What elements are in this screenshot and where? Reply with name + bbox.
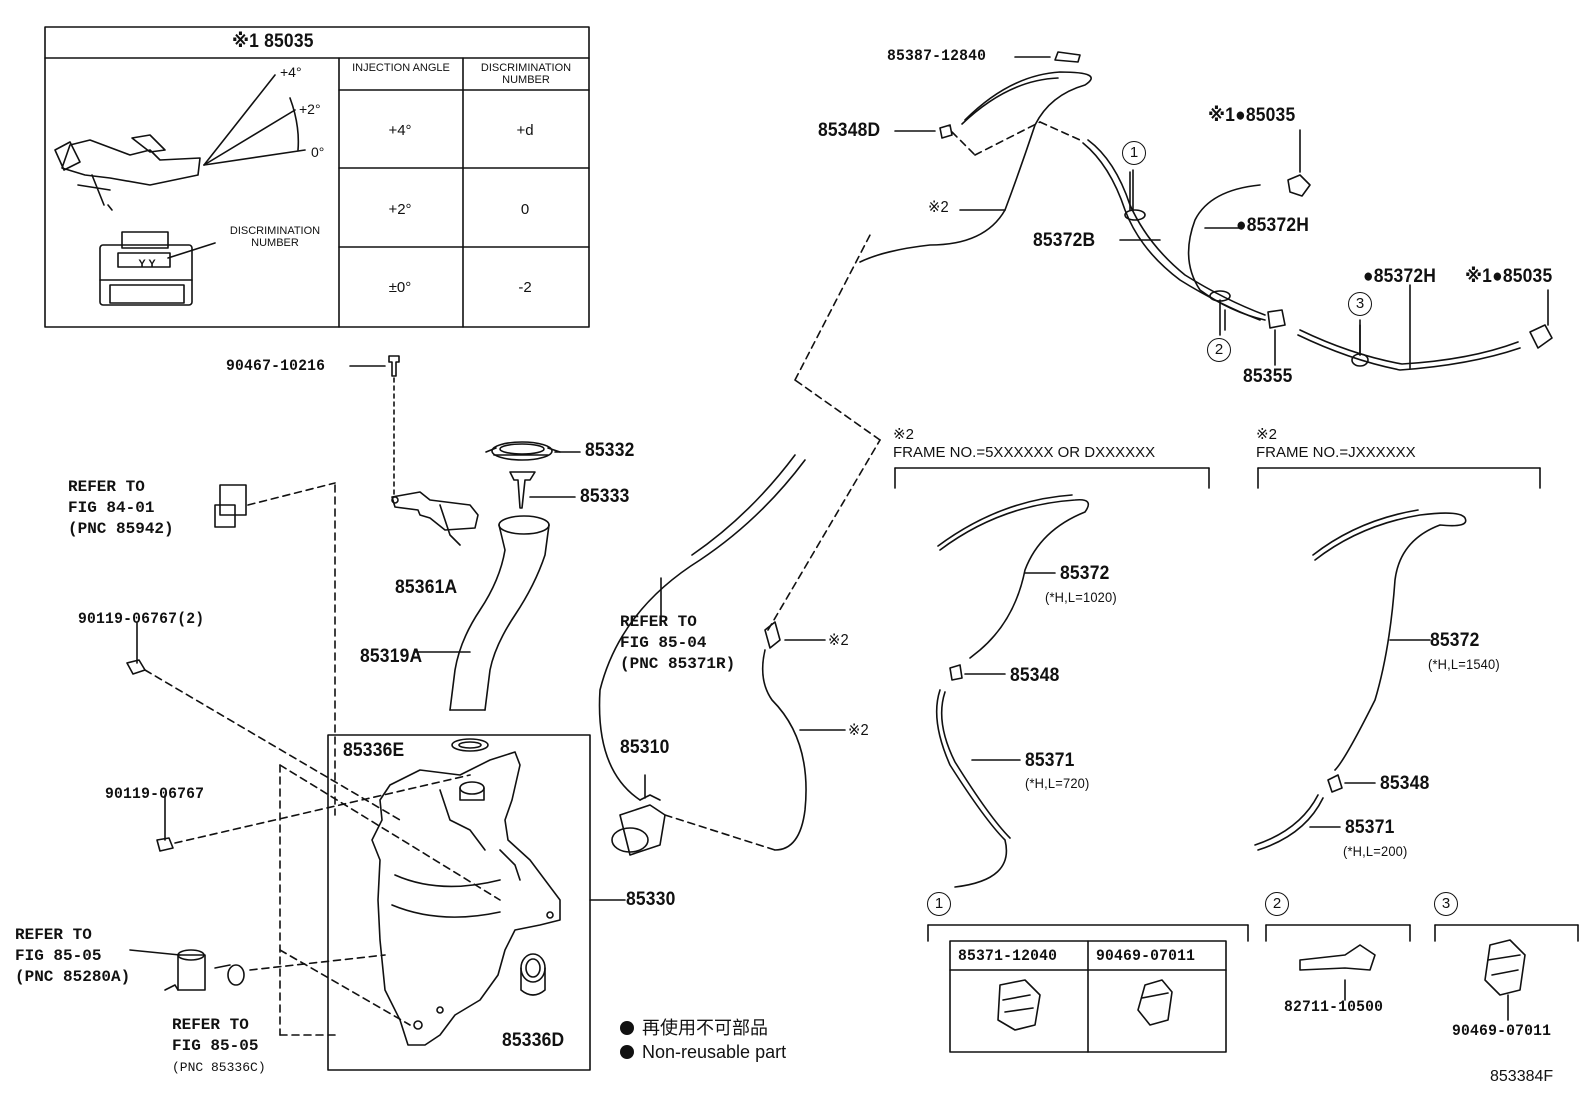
clip-box-2-number: 2 <box>1265 892 1289 916</box>
mark-2-connector: ※2 <box>828 632 849 649</box>
washer-motor-drawing <box>611 794 666 856</box>
header-discrimination-number: DISCRIMINATION NUMBER <box>480 62 572 86</box>
part-label-85336e[interactable]: 85336E <box>343 740 405 761</box>
variant-b-85371-length: (*H,L=200) <box>1343 843 1408 859</box>
callout-2: 2 <box>1207 338 1231 362</box>
nozzle-marking-drawing <box>99 231 216 306</box>
mark-2-upper-hose: ※2 <box>928 199 949 216</box>
clip-part-85371-12040[interactable]: 85371-12040 <box>958 947 1058 965</box>
discrimination-caption: DISCRIMINATION NUMBER <box>229 225 321 249</box>
washer-tank-drawing <box>371 751 561 1046</box>
row-angle: +2° <box>388 201 412 218</box>
row-number: -2 <box>518 279 532 296</box>
nozzle-angle-drawing <box>54 74 306 211</box>
clip-part-90469-07011[interactable]: 90469-07011 <box>1096 947 1196 965</box>
row-number: 0 <box>520 201 530 218</box>
header-injection-angle: INJECTION ANGLE <box>352 62 450 74</box>
angle-label-zero: 0° <box>311 144 325 160</box>
variant-b-part-85348[interactable]: 85348 <box>1380 773 1430 794</box>
variant-b-part-85372[interactable]: 85372 <box>1430 630 1480 651</box>
part-label-85372b[interactable]: 85372B <box>1033 230 1096 251</box>
clip-part-90469-07011-box3[interactable]: 90469-07011 <box>1452 1022 1552 1040</box>
nozzle-marking: Y Y <box>138 258 156 270</box>
filled-dot-icon <box>620 1021 634 1035</box>
variant-b-frame-number: FRAME NO.=JXXXXXX <box>1256 444 1416 461</box>
figure-code: 853384F <box>1490 1068 1554 1085</box>
part-label-85355[interactable]: 85355 <box>1243 366 1293 387</box>
variant-a-part-85372[interactable]: 85372 <box>1060 563 1110 584</box>
part-label-90119-06767-2[interactable]: 90119-06767(2) <box>78 610 205 628</box>
refer-to-fig-85-05-pump[interactable]: REFER TO FIG 85-05 (PNC 85280A) <box>15 926 131 986</box>
part-label-85333[interactable]: 85333 <box>580 486 630 507</box>
callout-3: 3 <box>1348 292 1372 316</box>
variant-a-85371-length: (*H,L=720) <box>1025 775 1090 791</box>
row-number: +d <box>516 122 534 139</box>
part-label-85310[interactable]: 85310 <box>620 737 670 758</box>
variant-b-mark: ※2 <box>1256 426 1277 443</box>
angle-label-plus4: +4° <box>280 64 302 80</box>
part-label-85035-right[interactable]: ※1●85035 <box>1465 266 1553 287</box>
part-label-85348d[interactable]: 85348D <box>818 120 881 141</box>
refer-to-fig-84-01[interactable]: REFER TO FIG 84-01 (PNC 85942) <box>68 478 174 538</box>
part-label-90119-06767[interactable]: 90119-06767 <box>105 785 205 803</box>
row-angle: ±0° <box>388 279 412 296</box>
clip-3-drawing <box>1484 939 1526 1021</box>
variant-b-85372-length: (*H,L=1540) <box>1428 656 1500 672</box>
refer-to-fig-85-04[interactable]: REFER TO FIG 85-04 (PNC 85371R) <box>620 613 736 673</box>
part-label-85372h-upper[interactable]: ●85372H <box>1236 215 1310 236</box>
part-label-85332[interactable]: 85332 <box>585 440 635 461</box>
legend-non-reusable-en: Non-reusable part <box>620 1042 786 1063</box>
part-label-85319a[interactable]: 85319A <box>360 646 423 667</box>
part-label-90467-10216[interactable]: 90467-10216 <box>226 357 326 375</box>
part-label-85035-upper[interactable]: ※1●85035 <box>1208 105 1296 126</box>
variant-a-mark: ※2 <box>893 426 914 443</box>
variant-a-frame-number: FRAME NO.=5XXXXXX OR DXXXXXX <box>893 444 1156 461</box>
clip-2-drawing <box>1299 944 1376 1001</box>
variant-a-part-85371[interactable]: 85371 <box>1025 750 1075 771</box>
clip-1-drawings <box>997 979 1173 1031</box>
clip-part-82711-10500[interactable]: 82711-10500 <box>1284 998 1384 1016</box>
legend-non-reusable-jp: 再使用不可部品 <box>620 1014 768 1040</box>
callout-1: 1 <box>1122 141 1146 165</box>
variant-a-part-85348[interactable]: 85348 <box>1010 665 1060 686</box>
refer-pnc-85336c[interactable]: (PNC 85336C) <box>172 1060 266 1075</box>
mark-2-lower-hose: ※2 <box>848 722 869 739</box>
part-label-85387-12840[interactable]: 85387-12840 <box>887 47 987 65</box>
angle-label-plus2: +2° <box>299 101 321 117</box>
row-angle: +4° <box>388 122 412 139</box>
clip-box-1-number: 1 <box>927 892 951 916</box>
part-label-85372h-right[interactable]: ●85372H <box>1363 266 1437 287</box>
part-label-85361a[interactable]: 85361A <box>395 577 458 598</box>
variant-a-85372-length: (*H,L=1020) <box>1045 589 1117 605</box>
injection-table-title: ※1 85035 <box>232 31 314 52</box>
variant-b-part-85371[interactable]: 85371 <box>1345 817 1395 838</box>
part-label-85336d[interactable]: 85336D <box>502 1030 565 1051</box>
filled-dot-icon <box>620 1045 634 1059</box>
refer-to-fig-85-05-grommet[interactable]: REFER TO FIG 85-05 <box>172 1016 259 1055</box>
part-label-85330[interactable]: 85330 <box>626 889 676 910</box>
clip-box-3-number: 3 <box>1434 892 1458 916</box>
